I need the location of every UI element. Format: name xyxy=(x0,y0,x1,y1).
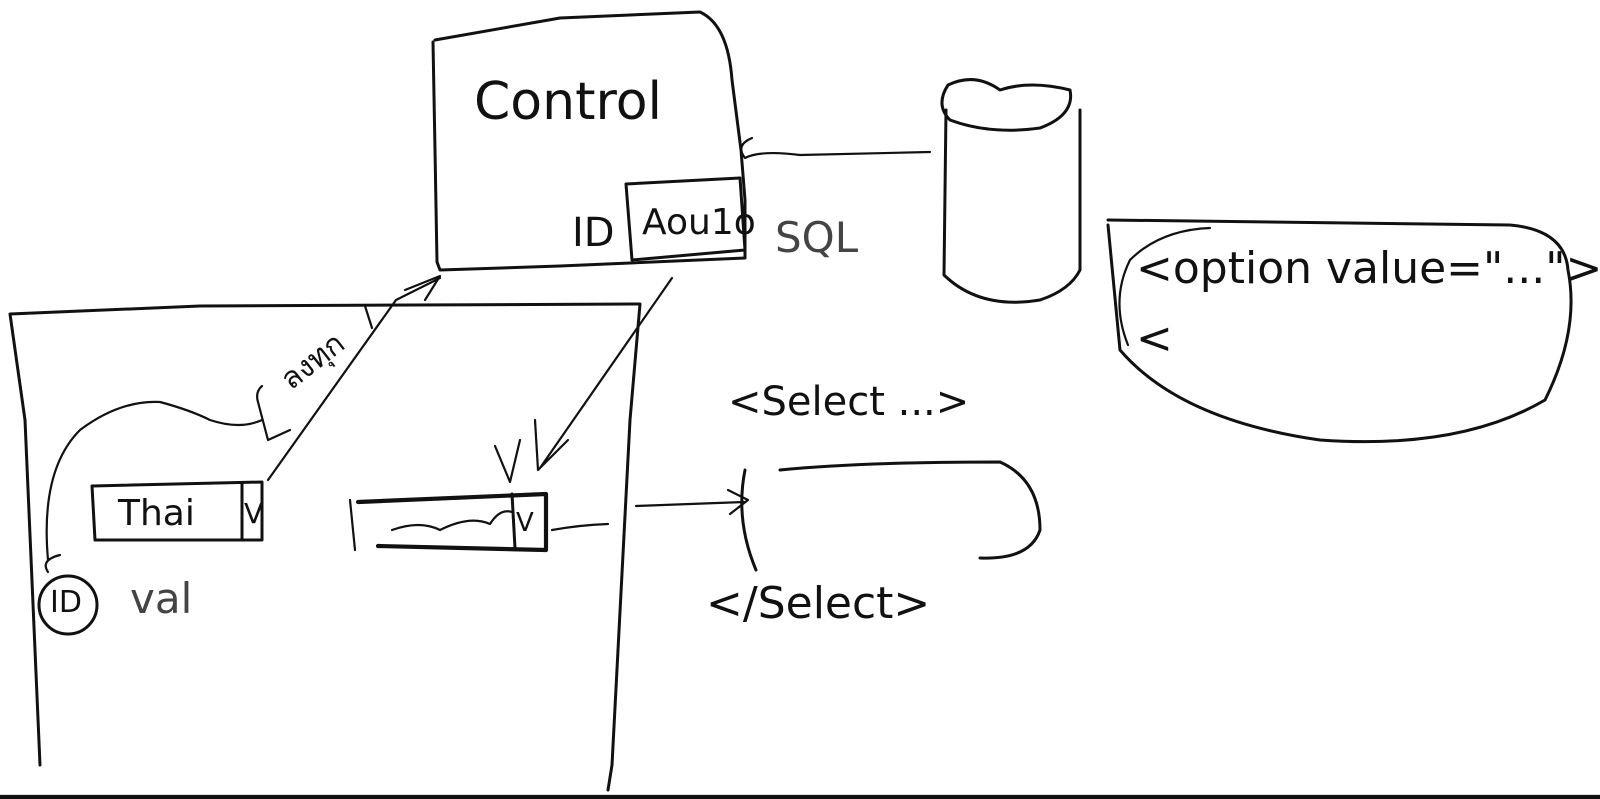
control-id-field-box xyxy=(624,176,747,262)
control-title: Control xyxy=(474,72,662,132)
arrow-control-to-combo xyxy=(266,274,442,482)
control-id-label: ID xyxy=(572,210,615,256)
option-snippet: <option value="..."> xyxy=(1136,243,1600,294)
combo2-divider xyxy=(510,492,517,550)
val-label: val xyxy=(130,574,193,623)
id-circle-label: ID xyxy=(50,585,82,620)
combo2-left-edge xyxy=(348,498,357,552)
label-bracket xyxy=(256,304,374,442)
option-bubble-scribble xyxy=(1118,226,1212,347)
combo2-tail xyxy=(550,522,610,532)
sql-label: SQL xyxy=(775,213,859,262)
id-circle-tail xyxy=(44,553,62,574)
form-panel-outline xyxy=(8,302,642,792)
thai-combobox-value: Thai xyxy=(118,493,195,534)
chevron-down-icon[interactable]: V xyxy=(516,508,534,538)
combo2-outline xyxy=(355,491,549,553)
control-box-outline xyxy=(431,10,747,272)
arrow-combo-to-select xyxy=(634,488,750,516)
select-bubble-outline xyxy=(740,460,1042,572)
form-scribble xyxy=(45,400,264,562)
database-cylinder-icon xyxy=(940,78,1082,304)
combo1-outline xyxy=(90,480,264,542)
select-open-tag: <Select ...> xyxy=(728,379,970,425)
combo2-inner-scribble xyxy=(390,510,514,532)
chevron-down-icon[interactable]: V xyxy=(244,497,264,530)
option-bubble-outline xyxy=(1106,218,1573,444)
control-id-value: Aou1o xyxy=(642,202,756,243)
thai-combobox[interactable]: Thai V xyxy=(96,486,264,538)
control-db-connector xyxy=(740,136,932,160)
id-circle xyxy=(37,574,99,636)
select-close-tag: </Select> xyxy=(706,578,931,629)
value-combobox[interactable]: V xyxy=(360,498,546,550)
arrow-control-to-combo2 xyxy=(533,276,674,472)
option-next-line: < xyxy=(1136,313,1173,364)
arrow-down-marker xyxy=(493,438,522,484)
